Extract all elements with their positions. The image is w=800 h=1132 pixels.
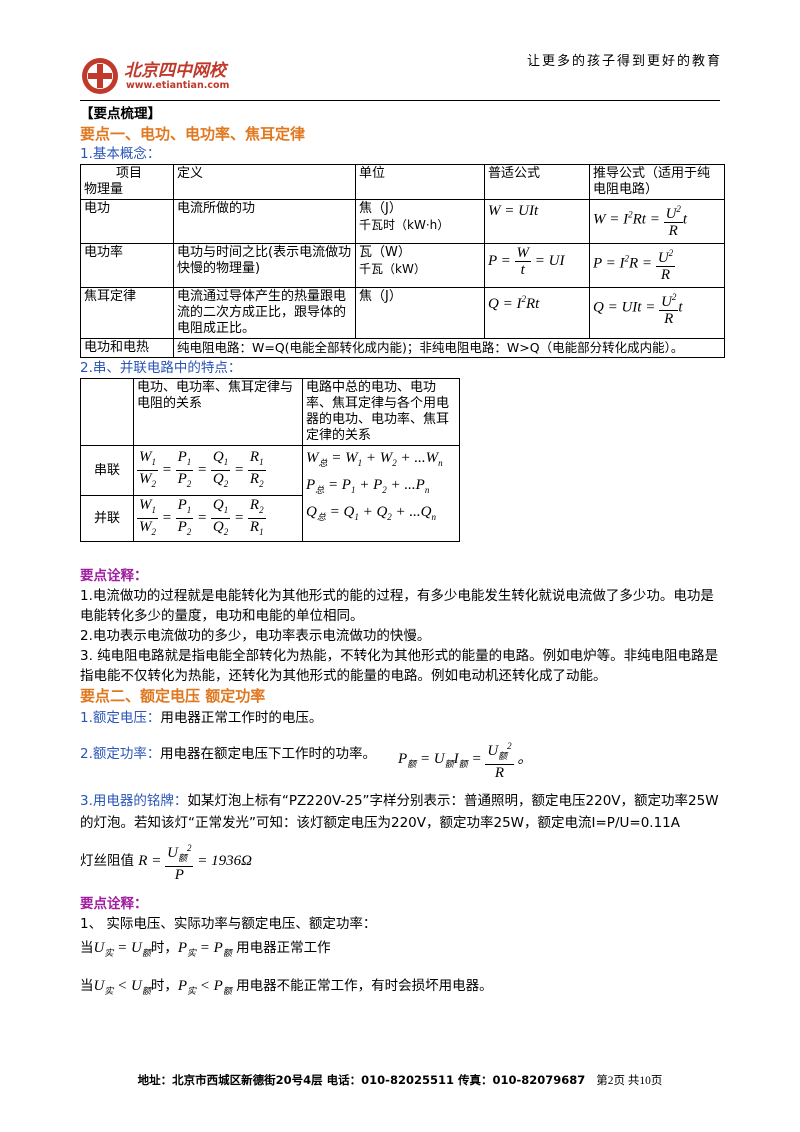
header-cell: 单位 — [355, 164, 485, 200]
row-unit: 瓦（W）千瓦（kW） — [355, 243, 485, 288]
content: 【要点梳理】 要点一、电功、电功率、焦耳定律 1.基本概念： 项目 物理量 定义… — [80, 104, 725, 1006]
logo-url: www.etiantian.com — [126, 80, 230, 91]
point2-title: 要点二、额定电压 额定功率 — [80, 687, 266, 705]
row-unit: 焦（J）千瓦时（kW·h） — [355, 199, 485, 244]
series-parallel-label: 2.串、并联电路中的特点： — [80, 360, 242, 376]
header-divider — [80, 100, 720, 101]
rated-voltage-text: 用电器正常工作时的电压。 — [160, 710, 323, 726]
explain1-item: 2.电功表示电流做功的多少，电功率表示电流做功的快慢。 — [80, 628, 431, 644]
series-parallel-table: 电功、电功率、焦耳定律与电阻的关系 电路中总的电功、电功率、焦耳定律与各个用电器… — [80, 378, 460, 542]
rated-power-text: 用电器在额定电压下工作时的功率。 — [160, 746, 376, 762]
explain1-title: 要点诠释： — [80, 568, 148, 584]
nameplate-text: 如某灯泡上标有“PZ220V-25”字样分别表示：普通照明，额定电压220V，额… — [80, 793, 719, 831]
header-cell: 推导公式（适用于纯电阻电路） — [589, 164, 725, 200]
row-name: 焦耳定律 — [80, 287, 174, 339]
row-name: 电功 — [80, 199, 174, 244]
header-cell: 定义 — [173, 164, 356, 200]
explain2-title: 要点诠释： — [80, 896, 148, 912]
slogan: 让更多的孩子得到更好的教育 — [526, 54, 722, 69]
logo: 北京四中网校 www.etiantian.com — [80, 54, 250, 100]
row-definition: 电流通过导体产生的热量跟电流的二次方成正比，跟导体的电阻成正比。 — [173, 287, 356, 339]
total-relations: W总 = W1 + W2 + ...Wn P总 = P1 + P2 + ...P… — [302, 445, 460, 542]
header-cell: 电功、电功率、焦耳定律与电阻的关系 — [133, 378, 303, 446]
rated-power-label: 2.额定功率： — [80, 746, 161, 762]
page-number: 第2页 共10页 — [596, 1075, 663, 1087]
footer-text: 纯电阻电路：W=Q(电能全部转化成内能)；非纯电阻电路：W>Q（电能部分转化成内… — [173, 338, 725, 358]
nameplate-label: 3.用电器的铭牌： — [80, 793, 188, 809]
general-formula: W = UIt — [484, 199, 590, 244]
header-cell: 项目 物理量 — [80, 164, 174, 200]
row-name: 电功率 — [80, 243, 174, 288]
table-row: 电功和电热 纯电阻电路：W=Q(电能全部转化成内能)；非纯电阻电路：W>Q（电能… — [80, 338, 725, 358]
condition-1: 当U实 = U额时，P实 = P额 用电器正常工作 — [80, 940, 331, 958]
concept-table: 项目 物理量 定义 单位 普适公式 推导公式（适用于纯电阻电路） 电功 电流所做… — [80, 164, 725, 358]
explain1-item: 3. 纯电阻电路就是指电能全部转化为热能，不转化为其他形式的能量的电路。例如电炉… — [80, 648, 719, 684]
rated-power-line: 2.额定功率： 用电器在额定电压下工作时的功率。 P额 = U额I额 = U额2… — [80, 738, 720, 781]
condition-2: 当U实 < U额时，P实 < P额 用电器不能正常工作，有时会损坏用电器。 — [80, 978, 493, 996]
point1-title: 要点一、电功、电功率、焦耳定律 — [80, 125, 306, 143]
row-definition: 电流所做的功 — [173, 199, 356, 244]
rated-voltage-label: 1.额定电压： — [80, 710, 161, 726]
row-name: 电功和电热 — [80, 338, 174, 358]
table-row: 项目 物理量 定义 单位 普适公式 推导公式（适用于纯电阻电路） — [80, 164, 725, 200]
filament-prefix: 灯丝阻值 — [80, 852, 134, 869]
header-cell: 电路中总的电功、电功率、焦耳定律与各个用电器的电功、电功率、焦耳定律的关系 — [302, 378, 460, 446]
footer-address: 地址：北京市西城区新德街20号4层 电话：010-82025511 传真：010… — [137, 1073, 586, 1087]
parallel-label: 并联 — [80, 495, 134, 542]
explain2-item: 1、 实际电压、实际功率与额定电压、额定功率： — [80, 916, 377, 932]
logo-emblem-icon — [82, 58, 118, 94]
footer: 地址：北京市西城区新德街20号4层 电话：010-82025511 传真：010… — [0, 1072, 800, 1088]
series-label: 串联 — [80, 445, 134, 496]
table-row: 电功 电流所做的功 焦（J）千瓦时（kW·h） W = UIt W = I2Rt… — [80, 199, 725, 244]
table-row: 焦耳定律 电流通过导体产生的热量跟电流的二次方成正比，跟导体的电阻成正比。 焦（… — [80, 287, 725, 339]
row-unit: 焦（J） — [355, 287, 485, 339]
explain1-item: 1.电流做功的过程就是电能转化为其他形式的能的过程，有多少电能发生转化就说电流做… — [80, 588, 714, 624]
header-cell: 普适公式 — [484, 164, 590, 200]
table-row: 电功、电功率、焦耳定律与电阻的关系 电路中总的电功、电功率、焦耳定律与各个用电器… — [80, 378, 460, 446]
general-formula: Q = I2Rt — [484, 287, 590, 339]
row-definition: 电功与时间之比(表示电流做功快慢的物理量) — [173, 243, 356, 288]
table-row: 电功率 电功与时间之比(表示电流做功快慢的物理量) 瓦（W）千瓦（kW） P =… — [80, 243, 725, 288]
section-title: 【要点梳理】 — [80, 106, 161, 122]
logo-text: 北京四中网校 — [124, 61, 226, 81]
basic-concepts-label: 1.基本概念： — [80, 146, 161, 162]
